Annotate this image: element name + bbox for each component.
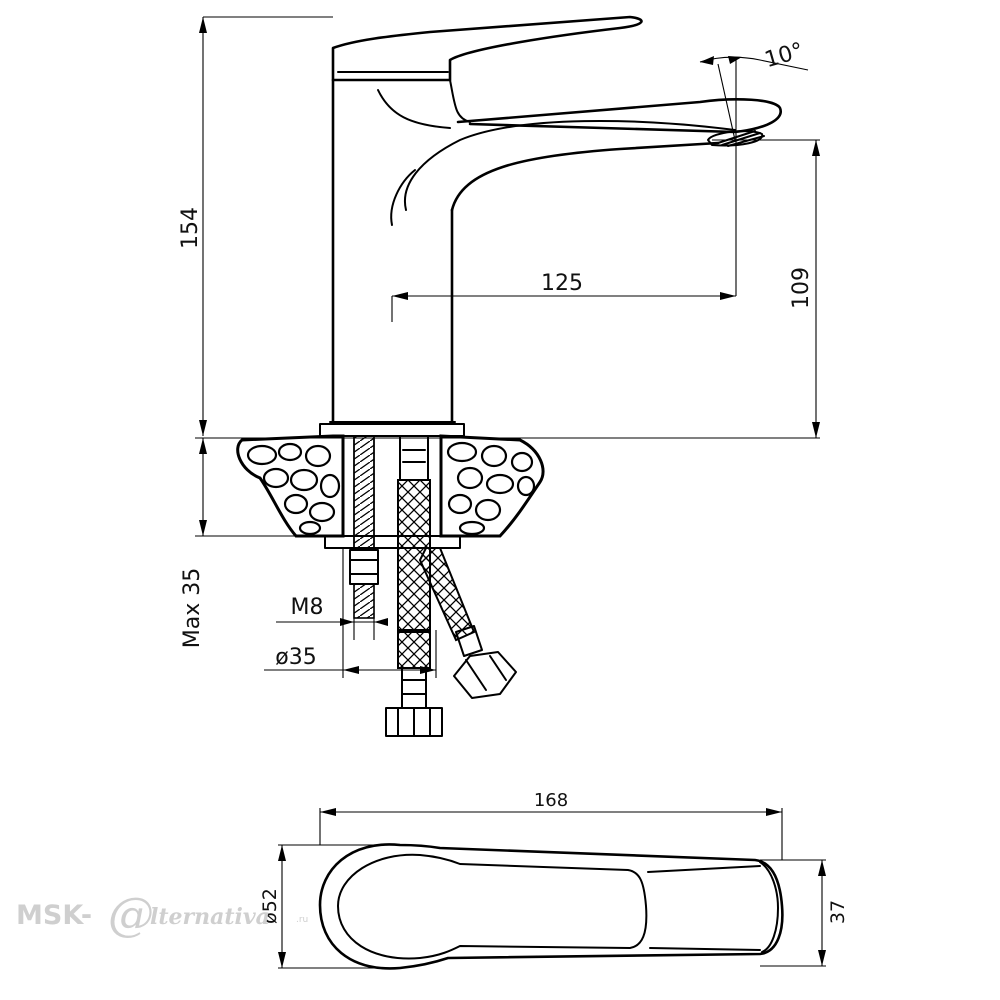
dim-overall-height: 154 bbox=[178, 207, 203, 249]
top-view-outline bbox=[318, 843, 784, 970]
side-view bbox=[195, 15, 820, 737]
dim-spout-reach: 125 bbox=[541, 271, 583, 296]
top-view bbox=[278, 808, 826, 970]
watermark-suffix: lternativa bbox=[150, 904, 270, 930]
top-dimension-lines bbox=[278, 808, 826, 969]
dim-top-length: 168 bbox=[534, 790, 568, 811]
dim-thread: M8 bbox=[291, 595, 324, 620]
countertop-section bbox=[236, 434, 545, 549]
dim-spout-height: 109 bbox=[789, 267, 814, 309]
watermark-logo: MSK- @ lternativa .ru bbox=[16, 887, 308, 941]
faucet-handle bbox=[331, 15, 643, 123]
faucet-spout bbox=[377, 89, 782, 147]
faucet-body bbox=[319, 78, 736, 437]
dim-max-thickness: Max 35 bbox=[180, 568, 205, 648]
dim-base-diameter: ø52 bbox=[259, 888, 281, 924]
watermark-tld: .ru bbox=[296, 915, 308, 925]
supply-hoses bbox=[385, 435, 517, 737]
threaded-stud bbox=[349, 435, 379, 619]
watermark-at: @ bbox=[108, 887, 154, 941]
watermark-prefix: MSK- bbox=[16, 900, 92, 931]
dim-spout-width: 37 bbox=[827, 900, 849, 924]
dimension-lines bbox=[195, 16, 820, 678]
dim-mounting-hole: ø35 bbox=[275, 645, 316, 670]
stone-texture bbox=[246, 441, 536, 536]
